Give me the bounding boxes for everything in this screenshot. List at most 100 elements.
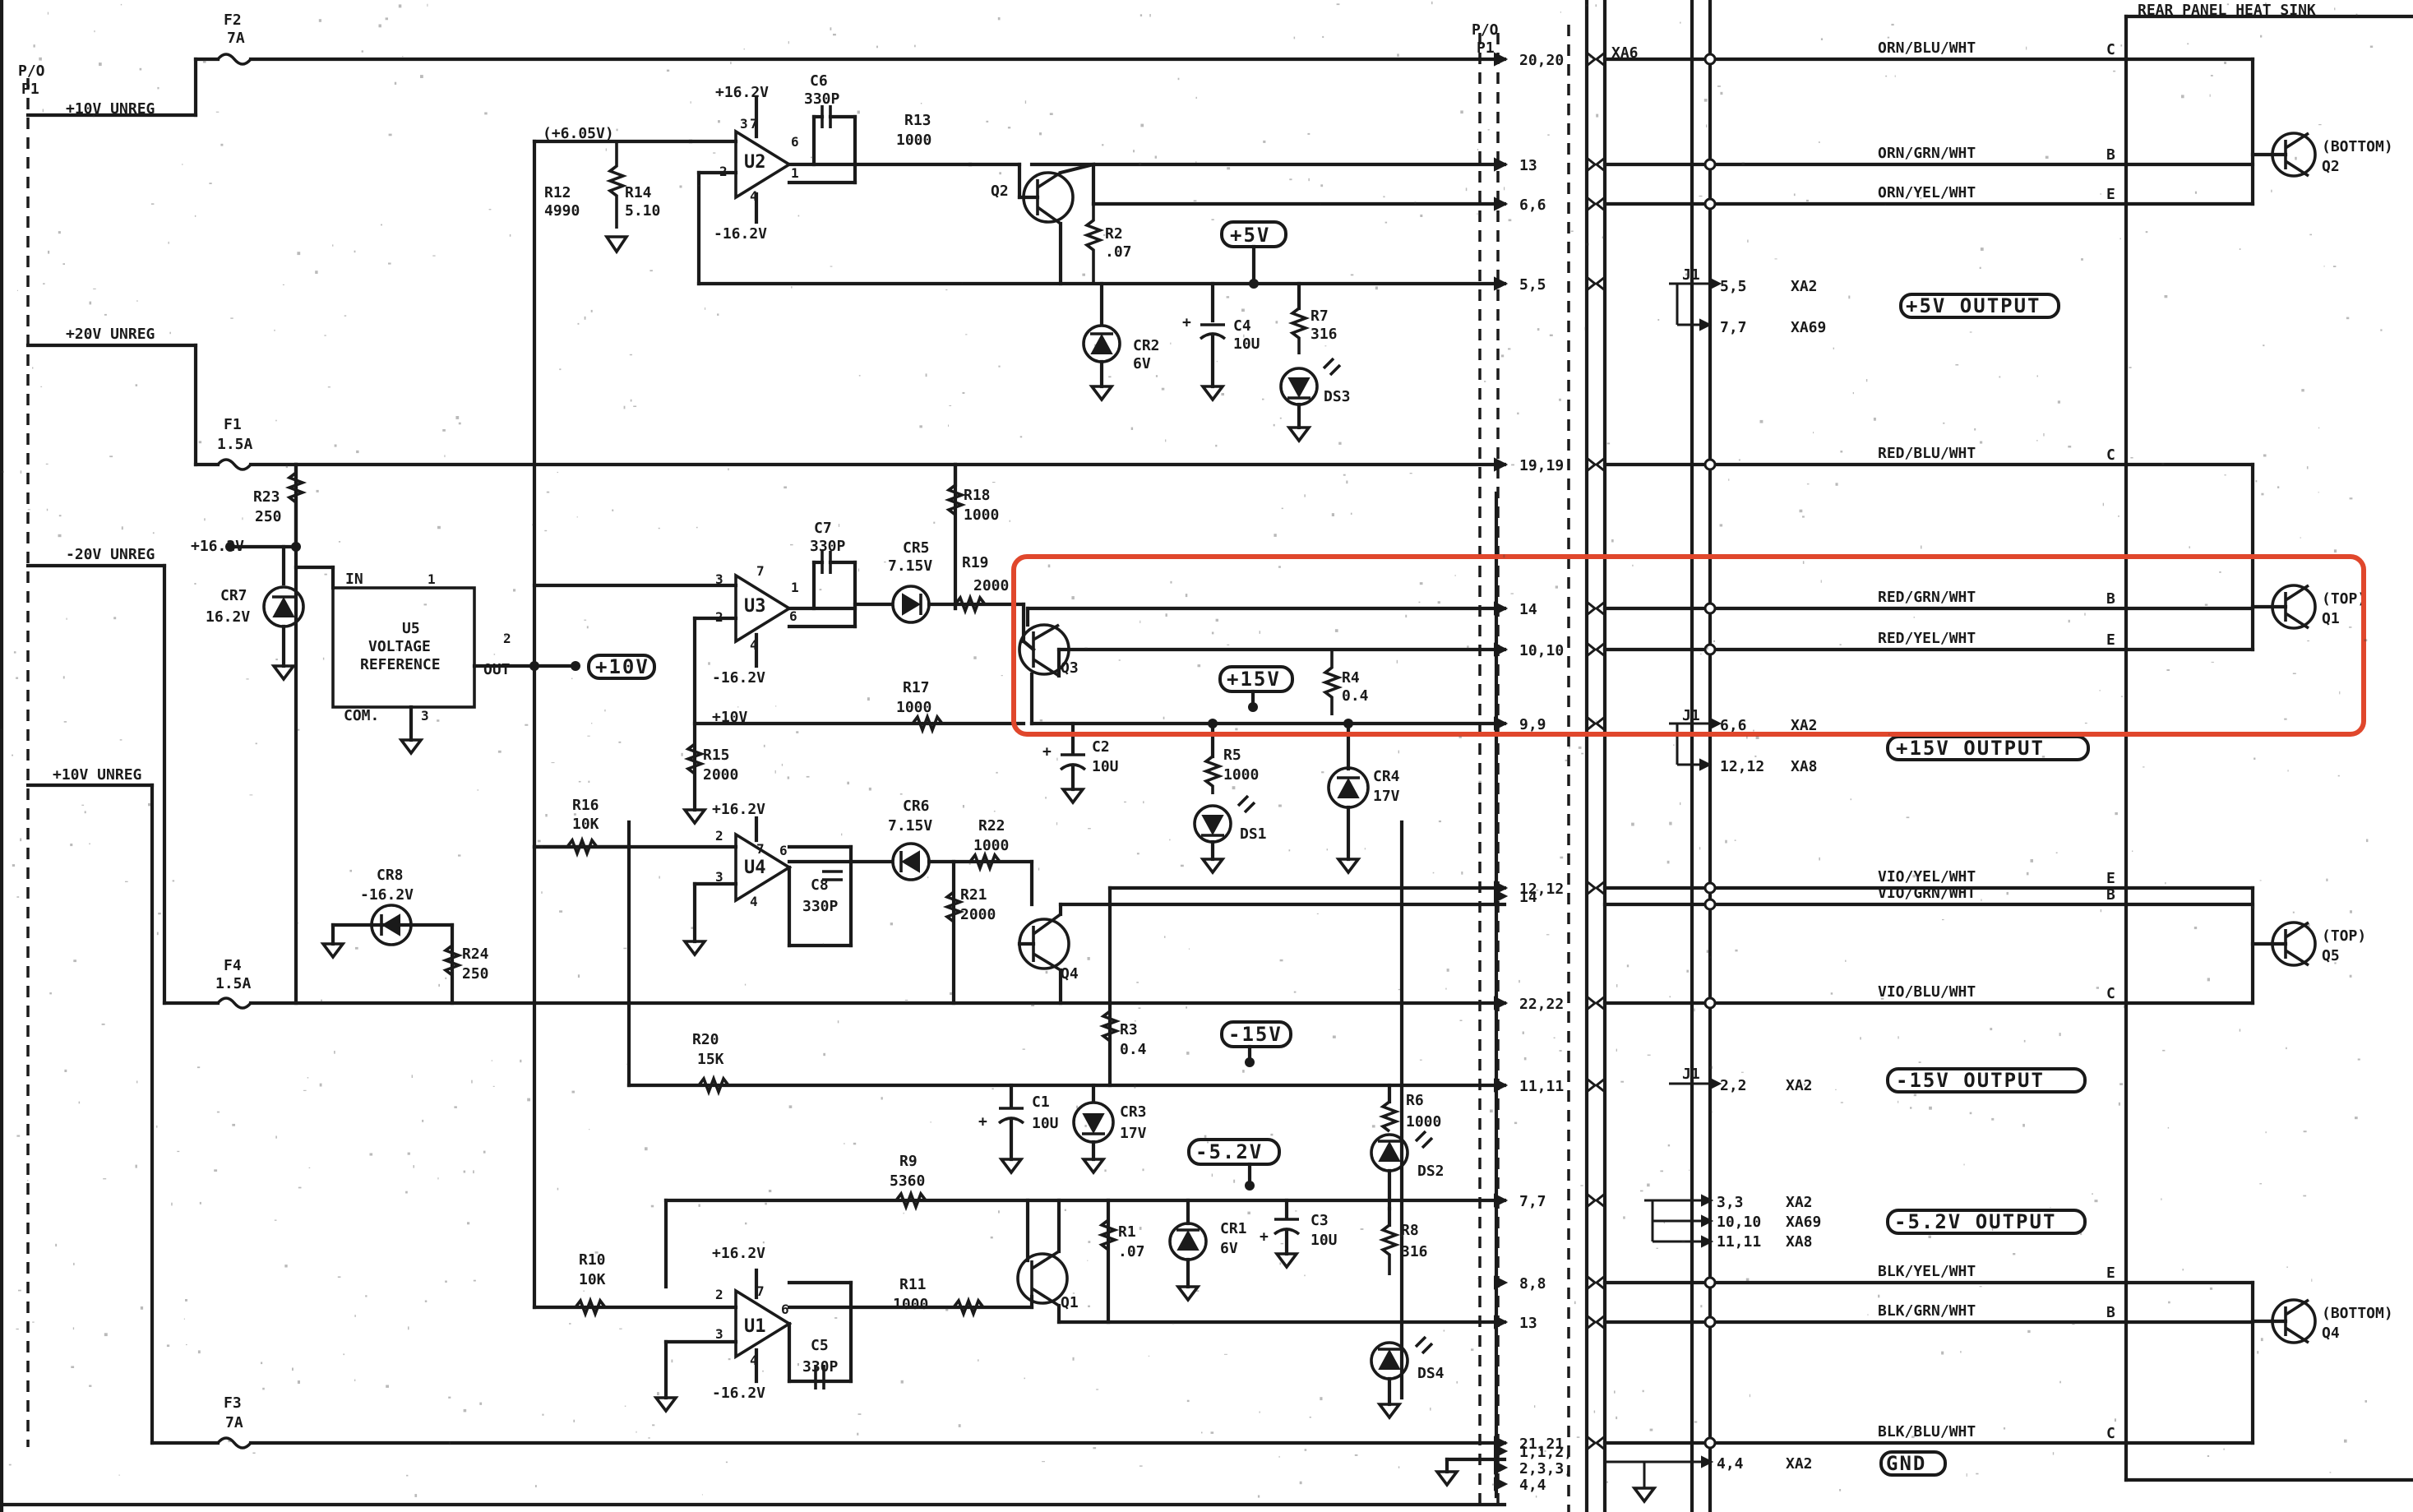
noise-speck [2226, 3, 2230, 6]
noise-speck [432, 255, 436, 257]
noise-speck [109, 455, 113, 458]
noise-speck [2306, 466, 2309, 469]
svg-text:XA2: XA2 [1791, 717, 1818, 734]
noise-speck [332, 244, 334, 247]
noise-speck [1709, 1066, 1713, 1069]
noise-speck [275, 1135, 277, 1139]
noise-speck [442, 429, 446, 432]
noise-speck [2252, 906, 2255, 909]
noise-speck [1793, 193, 1796, 197]
transistor-emitter-lead [2285, 612, 2309, 630]
noise-speck [378, 24, 381, 28]
noise-speck [2333, 549, 2337, 553]
noise-speck [1640, 1190, 1643, 1192]
noise-speck [2165, 881, 2166, 885]
noise-speck [857, 568, 860, 572]
noise-speck [1088, 828, 1091, 830]
svg-text:316: 316 [1401, 1243, 1428, 1260]
noise-speck [1398, 1466, 1400, 1468]
noise-speck [89, 301, 92, 305]
noise-speck [1094, 344, 1096, 346]
svg-text:R17: R17 [903, 679, 930, 696]
pin-chevron [1594, 456, 1606, 473]
svg-text:17V: 17V [1373, 788, 1400, 805]
svg-text:7,7: 7,7 [1720, 319, 1747, 336]
noise-speck [945, 289, 948, 291]
noise-speck [584, 619, 587, 621]
noise-speck [1570, 230, 1574, 232]
svg-text:P1: P1 [1477, 39, 1495, 57]
wire-junction [1703, 881, 1717, 895]
noise-speck [18, 1289, 21, 1292]
fuse-f4 [216, 996, 252, 1010]
noise-speck [527, 1098, 530, 1102]
noise-speck [2045, 155, 2049, 159]
noise-speck [298, 1186, 302, 1189]
noise-speck [1227, 167, 1231, 170]
noise-speck [1177, 77, 1180, 81]
noise-speck [1384, 221, 1388, 224]
noise-speck [1042, 1461, 1045, 1463]
svg-text:2,2: 2,2 [1720, 1077, 1747, 1094]
noise-speck [402, 56, 404, 58]
noise-speck [730, 62, 732, 65]
noise-speck [20, 838, 22, 842]
noise-speck [904, 999, 908, 1001]
noise-speck [1437, 601, 1440, 604]
noise-speck [1454, 575, 1456, 576]
noise-speck [1478, 780, 1482, 784]
regulator-u3-block [532, 551, 1026, 812]
fuse-f1-value: 1.5A [217, 436, 253, 453]
noise-speck [471, 1080, 473, 1084]
noise-speck [1142, 1168, 1144, 1172]
noise-speck [1180, 864, 1184, 867]
noise-speck [327, 386, 331, 388]
regulator-u3-ref: U3 [744, 596, 766, 617]
noise-speck [16, 1135, 21, 1137]
noise-speck [479, 1402, 483, 1405]
noise-speck [303, 1089, 307, 1091]
fuse-f1-ref: F1 [224, 416, 242, 433]
noise-speck [2118, 516, 2119, 517]
svg-text:10K: 10K [579, 1271, 606, 1288]
noise-speck [81, 804, 85, 806]
noise-speck [338, 541, 341, 543]
noise-speck [1019, 436, 1023, 438]
noise-speck [1278, 566, 1281, 568]
noise-speck [12, 864, 16, 867]
regulator-u1-block [532, 1268, 1034, 1413]
noise-speck [1263, 140, 1266, 143]
noise-speck [728, 1358, 731, 1361]
noise-speck [624, 1405, 626, 1407]
noise-speck [986, 120, 989, 123]
noise-speck [2224, 62, 2226, 64]
noise-speck [587, 735, 590, 737]
noise-speck [588, 780, 590, 783]
svg-text:7.15V: 7.15V [888, 557, 932, 575]
wire-color-label: ORN/YEL/WHT [1878, 184, 1976, 201]
noise-speck [1559, 1050, 1562, 1052]
noise-speck [119, 739, 122, 741]
svg-text:R23: R23 [253, 488, 280, 506]
noise-speck [20, 470, 22, 474]
noise-speck [2162, 1049, 2166, 1052]
noise-speck [2068, 619, 2070, 623]
noise-speck [1802, 516, 1805, 518]
noise-speck [623, 405, 626, 409]
noise-speck [578, 780, 581, 783]
svg-text:P/O: P/O [1472, 21, 1499, 39]
noise-speck [99, 62, 102, 67]
noise-speck [49, 992, 52, 995]
noise-speck [1161, 387, 1165, 391]
svg-text:(+6.05V): (+6.05V) [543, 125, 614, 142]
noise-speck [1140, 123, 1144, 127]
noise-speck [2380, 329, 2383, 331]
noise-speck [1888, 733, 1890, 736]
noise-speck [1894, 75, 1896, 77]
noise-speck [1918, 1061, 1921, 1063]
noise-speck [2005, 1214, 2007, 1217]
noise-speck [765, 1202, 767, 1205]
connector-pin-label: 4,4 [1519, 1477, 1546, 1494]
noise-speck [2366, 839, 2369, 843]
svg-text:4990: 4990 [544, 202, 580, 220]
